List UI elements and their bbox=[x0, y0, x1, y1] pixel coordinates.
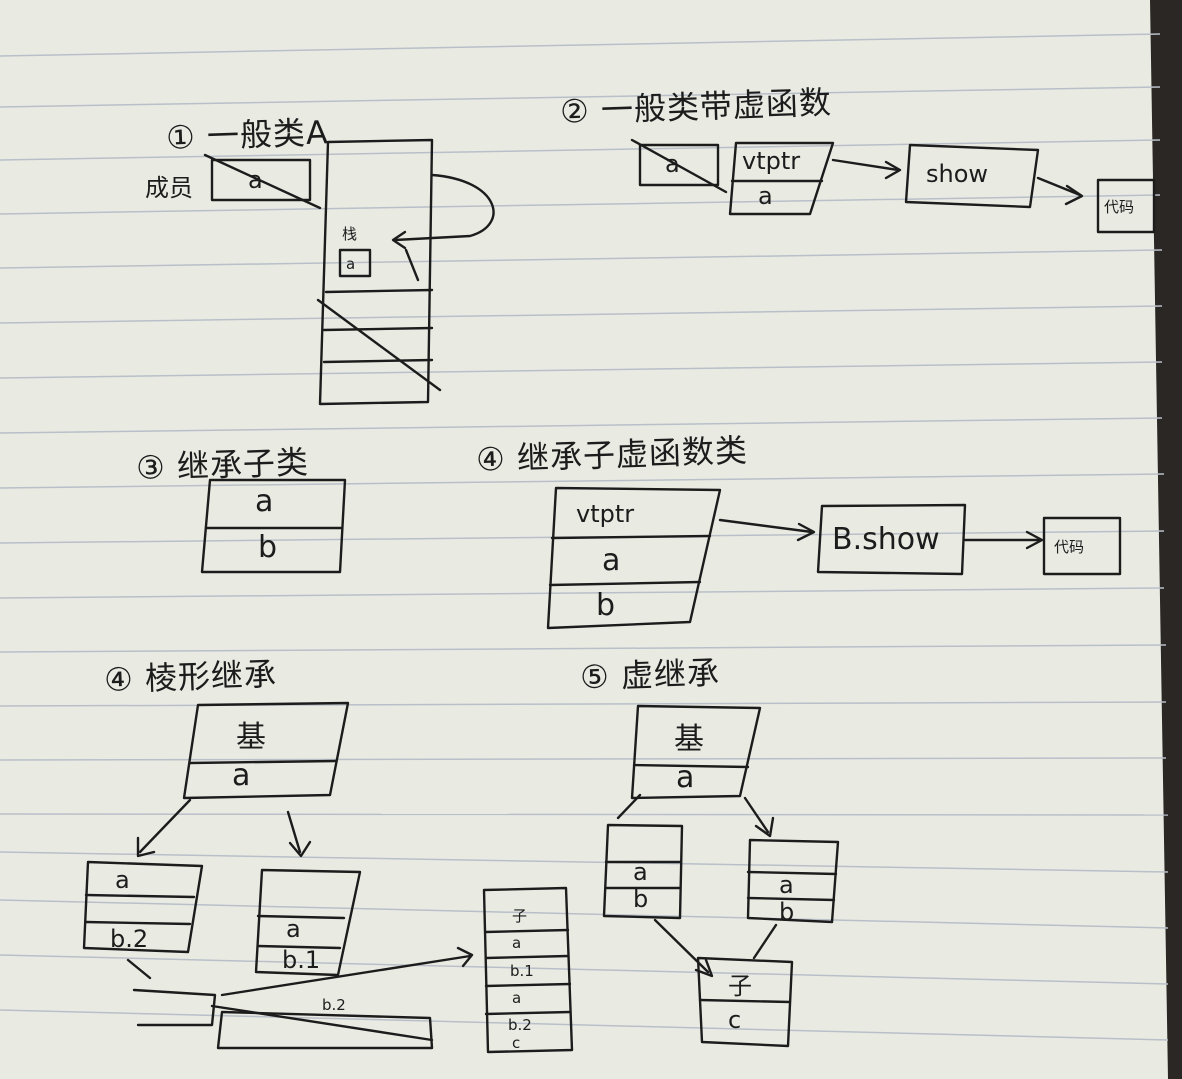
strike-line bbox=[203, 153, 322, 210]
field-a: a bbox=[758, 182, 773, 210]
right-child-box bbox=[254, 868, 362, 977]
member-box bbox=[210, 158, 312, 202]
member-box-a bbox=[638, 143, 720, 187]
object-box bbox=[546, 486, 722, 630]
grandchild-field: c bbox=[512, 1034, 521, 1052]
section-2-heading: ② 一般类带虚函数 bbox=[559, 83, 833, 131]
grandchild-field: a bbox=[512, 989, 522, 1007]
left-child-field: b bbox=[633, 885, 649, 913]
object-box bbox=[728, 141, 835, 216]
section-5-heading: ⑤ 虚继承 bbox=[579, 653, 721, 697]
vtable-entry: B.show bbox=[832, 522, 940, 557]
memory-layout-box bbox=[318, 138, 434, 406]
grandchild-label: 子 bbox=[512, 907, 528, 925]
right-child-field: b.1 bbox=[282, 946, 321, 974]
left-child-box bbox=[602, 823, 684, 920]
arrow-to-vtable bbox=[831, 158, 900, 172]
child-fragment-box bbox=[132, 988, 217, 1027]
section-4b-heading: ④ 棱形继承 bbox=[103, 654, 278, 700]
vptr-label: vtptr bbox=[576, 500, 635, 528]
grandchild-label: 子 bbox=[728, 972, 752, 1000]
arrow-right bbox=[743, 796, 770, 834]
code-box bbox=[1096, 178, 1156, 234]
left-child-box bbox=[82, 860, 204, 954]
arrow-right bbox=[286, 810, 302, 854]
code-label: 代码 bbox=[1054, 538, 1085, 556]
member-value: a bbox=[665, 150, 680, 178]
derived-object-box bbox=[200, 478, 347, 574]
section-3-diagram bbox=[200, 478, 347, 574]
section-1-heading: ① 一般类A bbox=[165, 113, 330, 157]
arrow-left bbox=[616, 793, 642, 820]
section-4b-diagram bbox=[82, 701, 574, 1054]
base-label: 基 bbox=[236, 720, 266, 755]
arrow-to-grandchild bbox=[220, 954, 472, 997]
field-b: b bbox=[596, 588, 616, 623]
base-class-box bbox=[630, 704, 762, 800]
vtable-box bbox=[904, 143, 1040, 209]
stack-slot bbox=[338, 248, 372, 278]
member-label: 成员 bbox=[145, 174, 193, 202]
bottom-label: b.2 bbox=[322, 996, 346, 1014]
right-child-field: b bbox=[779, 898, 795, 926]
memory-label-stack: 栈 bbox=[342, 225, 358, 243]
grandchild-box bbox=[482, 886, 574, 1054]
field-a: a bbox=[602, 543, 621, 578]
section-4a-heading: ④ 继承子虚函数类 bbox=[475, 431, 749, 479]
vtable-entry: show bbox=[926, 160, 989, 188]
right-child-field: a bbox=[286, 915, 301, 943]
field-a: a bbox=[255, 484, 274, 519]
member-value: a bbox=[248, 166, 263, 194]
grandchild-field: b.2 bbox=[508, 1016, 532, 1034]
strike-line bbox=[210, 1004, 434, 1042]
code-box bbox=[1042, 516, 1122, 576]
strike-box bbox=[216, 1010, 434, 1050]
grandchild-field: b.1 bbox=[510, 962, 534, 980]
base-class-box bbox=[182, 701, 350, 800]
right-child-box bbox=[746, 838, 840, 924]
memory-label-a: a bbox=[346, 255, 356, 273]
strike-line bbox=[316, 298, 442, 392]
grandchild-field: c bbox=[728, 1006, 742, 1034]
base-label: 基 bbox=[674, 722, 704, 757]
arrow-down bbox=[126, 958, 152, 980]
section-2-diagram bbox=[630, 138, 1156, 234]
base-field: a bbox=[232, 758, 251, 793]
arrow-to-vtable bbox=[718, 518, 814, 534]
page-edge-shadow bbox=[1150, 0, 1182, 1079]
left-child-field: a bbox=[115, 866, 130, 894]
right-child-field: a bbox=[779, 871, 794, 899]
vptr-label: vtptr bbox=[742, 147, 801, 175]
base-field: a bbox=[676, 760, 695, 795]
left-child-field: a bbox=[633, 858, 648, 886]
field-b: b bbox=[258, 530, 278, 565]
arrow-to-stack bbox=[393, 173, 495, 242]
section-4a-diagram bbox=[546, 486, 1122, 630]
arrow-to-code bbox=[1036, 176, 1082, 197]
code-label: 代码 bbox=[1104, 198, 1135, 216]
grandchild-field: a bbox=[512, 934, 522, 952]
section-3-heading: ③ 继承子类 bbox=[135, 442, 310, 488]
arrow-left bbox=[138, 798, 192, 854]
grandchild-box bbox=[696, 956, 794, 1048]
left-child-field: b.2 bbox=[110, 925, 149, 953]
vtable-box bbox=[816, 503, 967, 576]
section-5-diagram bbox=[602, 704, 840, 1048]
section-1-diagram bbox=[203, 138, 495, 406]
arrow-down-right bbox=[752, 923, 778, 960]
strike-line bbox=[630, 138, 728, 194]
